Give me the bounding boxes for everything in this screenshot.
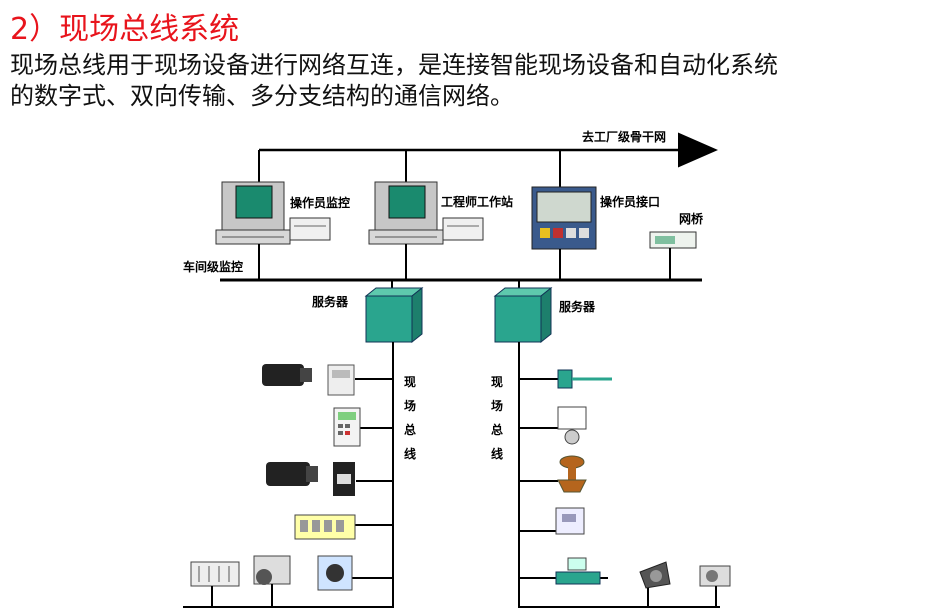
fieldbus-right-char-2: 场	[491, 399, 503, 413]
motor-drive-icon	[266, 462, 355, 496]
gateway-bridge-icon	[649, 231, 697, 249]
description-line-1: 现场总线用于现场设备进行网络互连，是连接智能现场设备和自动化系统	[10, 51, 778, 79]
gateway-label: 网桥	[679, 211, 704, 226]
fieldbus-right-char-4: 线	[491, 446, 503, 461]
keypad-controller-icon	[333, 407, 361, 447]
fieldbus-left-char-2: 场	[404, 399, 416, 413]
pressure-transmitter-icon	[557, 406, 587, 445]
page-title: 2）现场总线系统	[10, 12, 240, 47]
operator-interface-panel-icon	[531, 186, 597, 250]
server-right-icon	[493, 286, 553, 344]
control-valve-icon	[557, 455, 587, 493]
level-transmitter-icon	[555, 507, 585, 535]
flow-meter-icon	[555, 557, 601, 585]
description-line-2: 的数字式、双向传输、多分支结构的通信网络。	[10, 82, 514, 110]
io-module-icon	[294, 514, 356, 540]
fieldbus-left-char-1: 现	[404, 375, 416, 389]
analyzer-icon	[699, 565, 731, 587]
server-right-label: 服务器	[559, 299, 596, 314]
description: 现场总线用于现场设备进行网络互连，是连接智能现场设备和自动化系统 的数字式、双向…	[10, 50, 778, 112]
server-left-icon	[364, 286, 424, 344]
operator-monitor-label: 操作员监控	[290, 195, 350, 210]
positioner-icon	[639, 561, 671, 589]
workshop-label: 车间级监控	[183, 259, 243, 274]
fieldbus-left-char-3: 总	[404, 422, 416, 437]
fieldbus-left-char-4: 线	[404, 446, 416, 461]
fieldbus-right-char-3: 总	[491, 422, 503, 437]
temperature-sensor-icon	[557, 369, 612, 389]
fieldbus-right-char-1: 现	[491, 375, 503, 389]
terminal-block-icon	[190, 561, 240, 587]
servo-motor-icon	[262, 364, 355, 396]
backbone-label: 去工厂级骨干网	[582, 129, 666, 144]
valve-actuator-icon	[253, 555, 291, 585]
server-left-label: 服务器	[312, 294, 349, 309]
operator-monitor-pc-icon	[215, 181, 331, 245]
engineer-station-pc-icon	[368, 181, 484, 245]
camera-sensor-icon	[317, 555, 353, 591]
operator-interface-label: 操作员接口	[600, 194, 660, 209]
engineer-station-label: 工程师工作站	[441, 194, 513, 209]
